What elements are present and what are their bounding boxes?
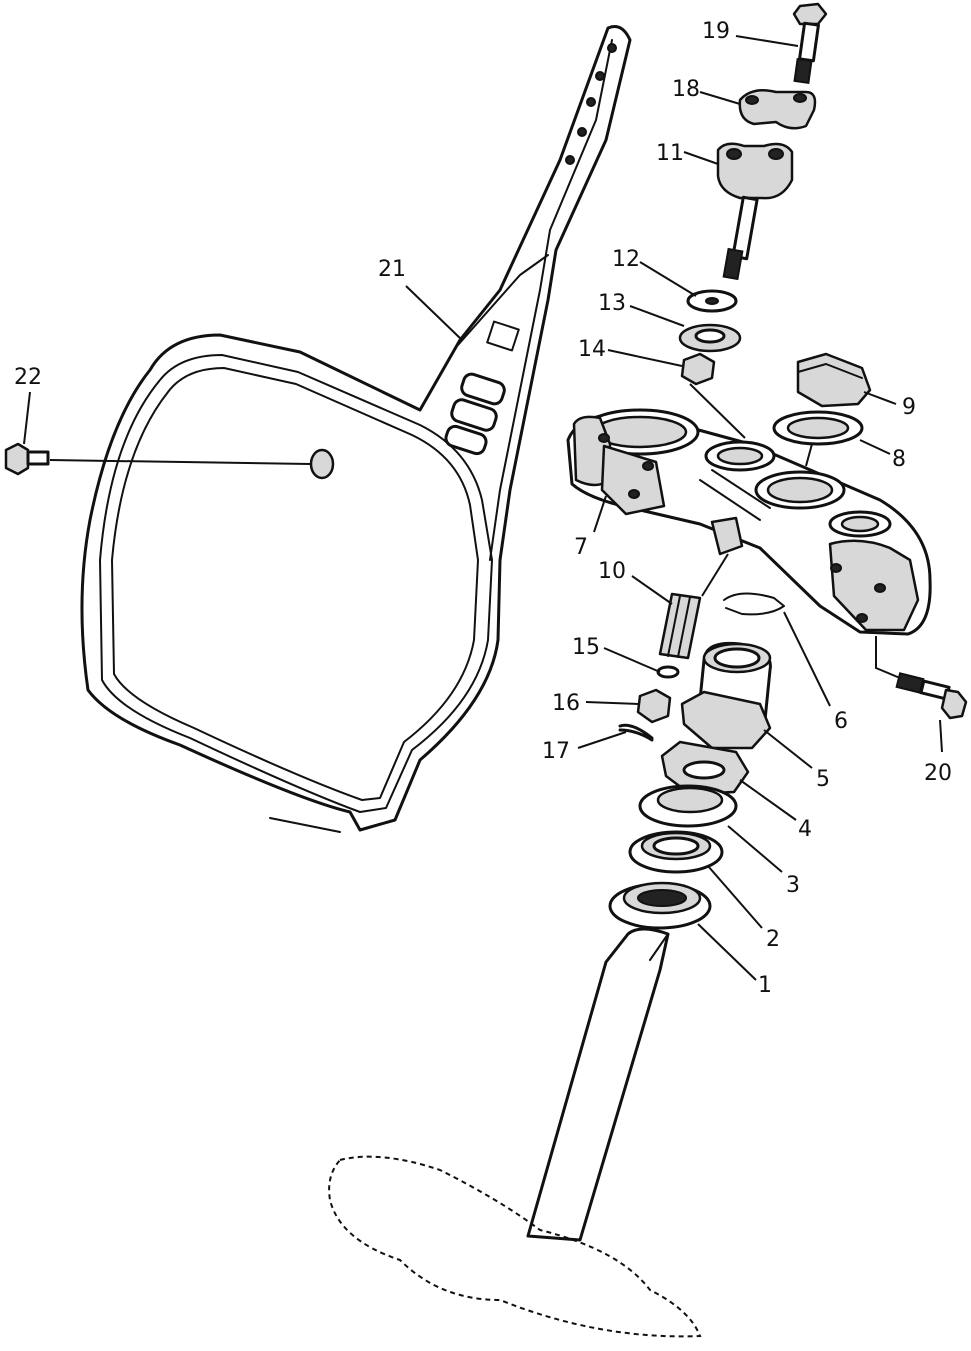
callout-labels: 1 2 3 4 5 6 7 8 9 10 11 12 13 14 15 16 1… [14, 19, 952, 998]
callout-14: 14 [578, 337, 606, 362]
part-5-stem-nut [680, 641, 772, 750]
part-11-handlebar-holder [716, 142, 794, 281]
callout-17: 17 [542, 739, 570, 764]
callout-8: 8 [892, 447, 906, 472]
steering-stem [328, 927, 702, 1338]
callout-5: 5 [816, 767, 830, 792]
part-20-bolt [875, 636, 968, 720]
callout-16: 16 [552, 691, 580, 716]
callout-2: 2 [766, 927, 780, 952]
part-10-rubber-mount [658, 516, 744, 660]
callout-15: 15 [572, 635, 600, 660]
callout-3: 3 [786, 873, 800, 898]
part-13-washer [678, 323, 742, 353]
part-16-nut [636, 688, 672, 724]
callout-20: 20 [924, 761, 952, 786]
callout-21: 21 [378, 257, 406, 282]
callout-13: 13 [598, 291, 626, 316]
part-2-bearing-race [628, 830, 724, 874]
part-4-lock-nut [660, 740, 750, 796]
part-19-bolt [792, 2, 828, 84]
callout-18: 18 [672, 77, 700, 102]
callout-7: 7 [574, 535, 588, 560]
part-21-number-plate [80, 25, 632, 833]
part-18-clamp-cap [738, 89, 817, 130]
callout-19: 19 [702, 19, 730, 44]
callout-1: 1 [758, 973, 772, 998]
callout-6: 6 [834, 709, 848, 734]
part-6-clip [723, 592, 785, 616]
callout-10: 10 [598, 559, 626, 584]
callout-4: 4 [798, 817, 812, 842]
part-15-washer [656, 665, 680, 679]
callout-9: 9 [902, 395, 916, 420]
part-7-upper-triple-clamp [566, 408, 932, 636]
callout-22: 22 [14, 365, 42, 390]
part-22-bolt [4, 442, 311, 476]
part-14-nut [680, 352, 746, 439]
part-3-dust-seal [638, 784, 738, 828]
part-1-bearing [608, 881, 712, 930]
callout-12: 12 [612, 247, 640, 272]
callout-11: 11 [656, 141, 684, 166]
part-12-washer [686, 289, 738, 313]
leader-lines [23, 35, 943, 981]
part-17-cotter-pin [618, 723, 654, 742]
part-8-washer [772, 410, 864, 467]
part-9-nut [796, 352, 872, 408]
